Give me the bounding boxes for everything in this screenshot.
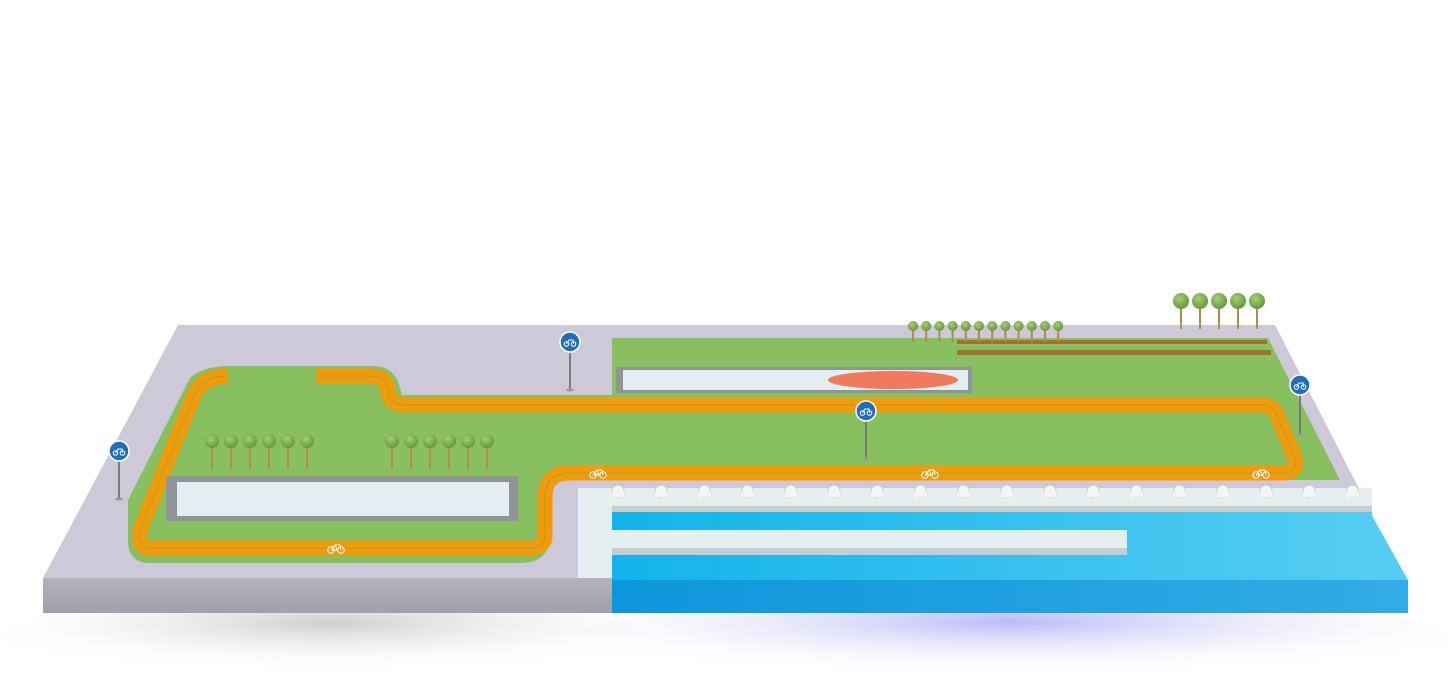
bollard-icon bbox=[1043, 484, 1057, 498]
tree-icon bbox=[224, 434, 238, 469]
bollard-icon bbox=[1129, 484, 1143, 498]
platform-shadow-left bbox=[0, 598, 660, 682]
tree-icon bbox=[908, 321, 918, 342]
bicycle-sign-icon bbox=[1289, 374, 1311, 437]
bollards bbox=[580, 484, 1372, 512]
quay-edge bbox=[612, 506, 1372, 512]
bollard-icon bbox=[784, 484, 798, 498]
hedge-strip-2 bbox=[957, 346, 1269, 349]
tree-icon bbox=[1249, 293, 1265, 329]
tree-icon bbox=[281, 434, 295, 469]
bollard-icon bbox=[1302, 484, 1316, 498]
bollard-icon bbox=[1086, 484, 1100, 498]
bicycle-marking-icon bbox=[921, 469, 939, 479]
bollard-icon bbox=[1259, 484, 1273, 498]
bollard-icon bbox=[957, 484, 971, 498]
pier bbox=[612, 530, 1127, 548]
bicycle-marking-icon bbox=[589, 469, 607, 479]
tree-icon bbox=[480, 434, 494, 469]
bollard-icon bbox=[741, 484, 755, 498]
water-side bbox=[612, 580, 1408, 613]
bollard-icon bbox=[697, 484, 711, 498]
tree-icon bbox=[987, 321, 998, 342]
pier-side bbox=[612, 548, 1127, 555]
tree-icon bbox=[300, 434, 314, 469]
tree-icon bbox=[262, 434, 276, 469]
bike-signs bbox=[108, 331, 1311, 501]
hedge-strip-3 bbox=[957, 350, 1271, 355]
tree-icon bbox=[1026, 321, 1037, 342]
tree-icon bbox=[243, 434, 257, 469]
bollard-icon bbox=[611, 484, 625, 498]
bollard-icon bbox=[827, 484, 841, 498]
hedge-strip-1 bbox=[957, 340, 1267, 344]
tree-icon bbox=[423, 434, 437, 469]
tree-icon bbox=[1173, 293, 1189, 329]
plaza-left-inner bbox=[177, 482, 509, 516]
bicycle-marking-icon bbox=[1252, 469, 1270, 479]
bollard-icon bbox=[913, 484, 927, 498]
bicycle-sign-icon bbox=[855, 400, 877, 461]
bollard-icon bbox=[870, 484, 884, 498]
tree-icon bbox=[1192, 293, 1208, 329]
ground-slab-side bbox=[43, 578, 613, 613]
tree-icon bbox=[1000, 321, 1011, 342]
bollard-icon bbox=[1173, 484, 1187, 498]
bollard-icon bbox=[654, 484, 668, 498]
bollard-icon bbox=[1000, 484, 1014, 498]
tree-icon bbox=[960, 321, 971, 342]
bollard-icon bbox=[1345, 484, 1359, 498]
bicycle-sign-icon bbox=[559, 331, 581, 392]
tree-icon bbox=[442, 434, 456, 469]
path-markings bbox=[327, 469, 1270, 554]
bollard-icon bbox=[1216, 484, 1230, 498]
tree-icon bbox=[1040, 321, 1050, 342]
tree-icon bbox=[385, 434, 399, 469]
bicycle-marking-icon bbox=[327, 544, 345, 554]
tree-icon bbox=[921, 321, 932, 342]
bicycle-sign-icon bbox=[108, 440, 130, 501]
trees bbox=[205, 293, 1265, 469]
oval-court bbox=[828, 371, 958, 389]
tree-icon bbox=[404, 434, 418, 469]
tree-icon bbox=[1230, 293, 1246, 329]
tree-icon bbox=[1211, 293, 1227, 329]
tree-icon bbox=[934, 321, 945, 342]
water-glow bbox=[570, 595, 1450, 685]
tree-icon bbox=[461, 434, 475, 469]
tree-icon bbox=[947, 321, 958, 342]
tree-icon bbox=[974, 321, 984, 342]
tree-icon bbox=[205, 434, 219, 469]
tree-icon bbox=[1013, 321, 1024, 342]
water-corner bbox=[1370, 512, 1408, 580]
tree-icon bbox=[1053, 321, 1064, 342]
